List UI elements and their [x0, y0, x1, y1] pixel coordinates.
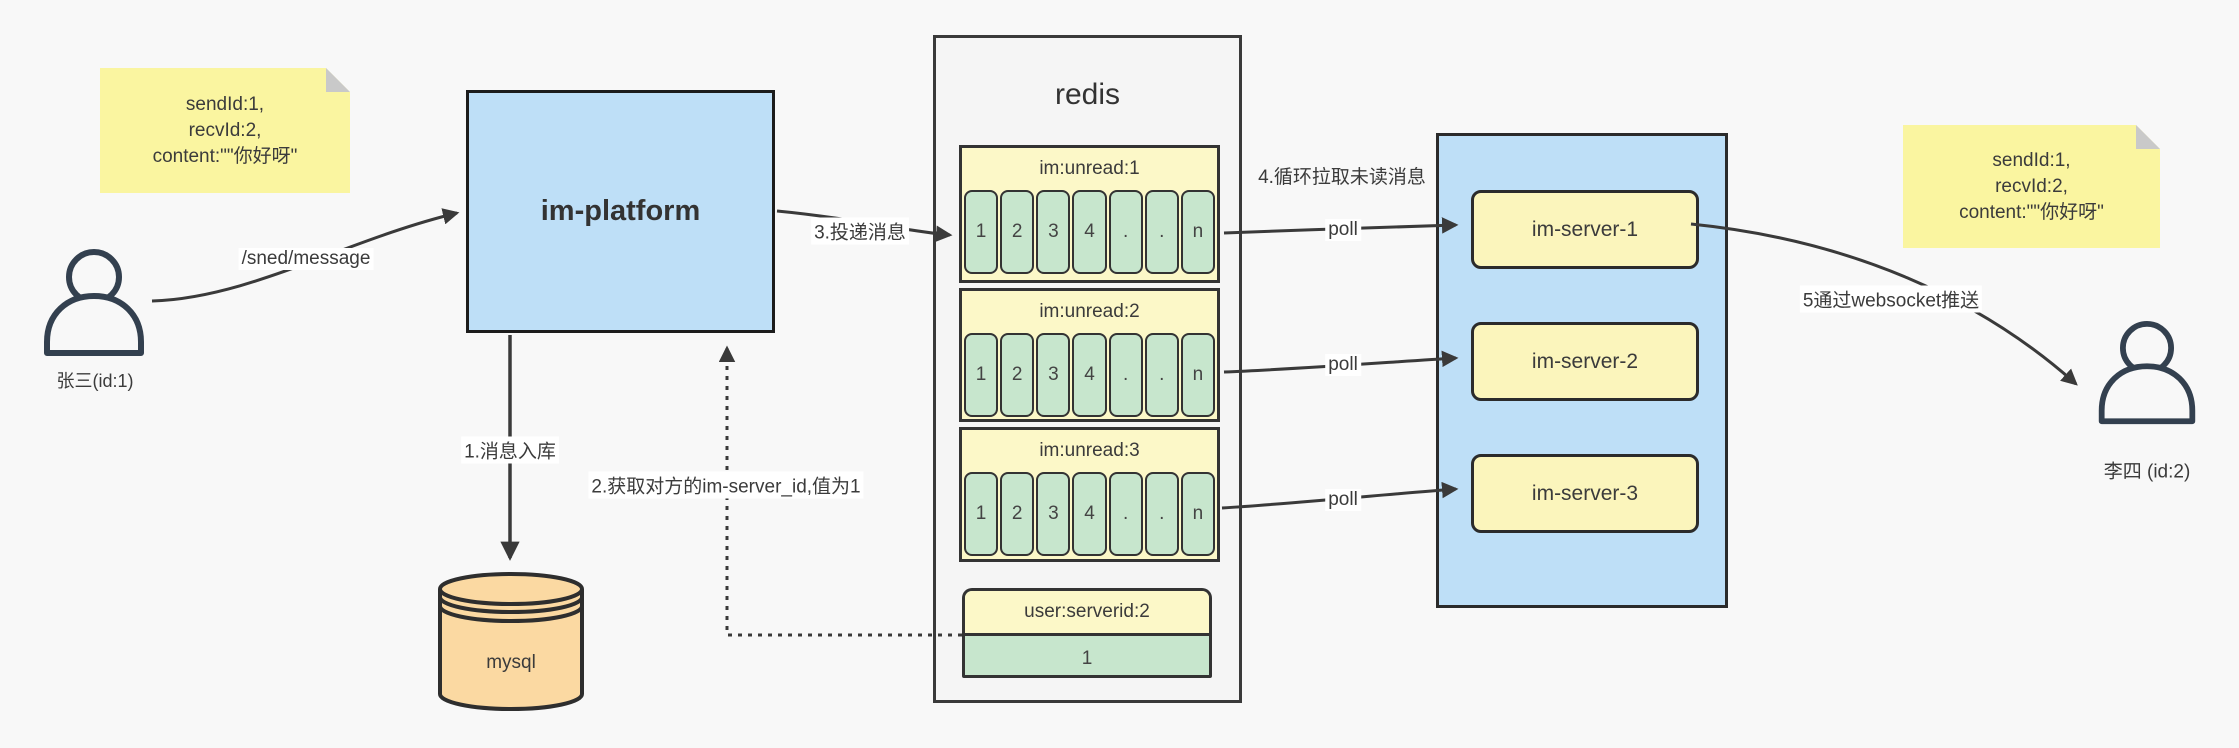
- queue-im-unread-2: im:unread:2 1 2 3 4 . . n: [959, 288, 1220, 422]
- queue-cell: .: [1144, 190, 1179, 274]
- queue-cell: 1: [964, 190, 999, 274]
- receiver-label: 李四 (id:2): [2103, 461, 2191, 483]
- im-platform-label: im-platform: [540, 195, 701, 227]
- queue-cell: 4: [1072, 333, 1107, 417]
- mysql-cylinder-icon: [438, 572, 584, 711]
- note-line: recvId:2,: [1995, 175, 2068, 197]
- queue-header: im:unread:1: [1039, 158, 1140, 179]
- user-icon: [2098, 320, 2196, 425]
- edge-step5-websocket-arrow: [1690, 222, 2078, 386]
- queue-cell: 4: [1072, 190, 1107, 274]
- queue-cell: .: [1108, 190, 1143, 274]
- sender-label: 张三(id:1): [56, 371, 134, 391]
- im-server-1-box: im-server-1: [1471, 190, 1699, 269]
- redis-title: redis: [1054, 78, 1121, 111]
- mysql-label: mysql: [486, 652, 536, 673]
- queue-header: im:unread:3: [1039, 440, 1140, 461]
- im-server-3-box: im-server-3: [1471, 454, 1699, 533]
- note-line: content:""你好呀": [152, 145, 298, 167]
- queue-cell: .: [1144, 333, 1179, 417]
- queue-cell: 2: [1000, 333, 1035, 417]
- queue-im-unread-1: im:unread:1 1 2 3 4 . . n: [959, 145, 1220, 283]
- edge-label-step4: 4.循环拉取未读消息: [1258, 167, 1426, 188]
- queue-cell: 3: [1036, 190, 1071, 274]
- im-server-2-box: im-server-2: [1471, 322, 1699, 401]
- edge-label-step3: 3.投递消息: [811, 217, 909, 245]
- sticky-note-right: sendId:1, recvId:2, content:""你好呀": [1903, 125, 2160, 248]
- queue-cell: n: [1180, 333, 1215, 417]
- queue-cell: 1: [964, 333, 999, 417]
- queue-cell: .: [1144, 472, 1179, 556]
- queue-header: im:unread:2: [1039, 301, 1140, 322]
- note-line: recvId:2,: [188, 119, 262, 141]
- queue-cell: 3: [1036, 472, 1071, 556]
- edge-label-step1: 1.消息入库: [461, 436, 559, 464]
- queue-cells: 1 2 3 4 . . n: [962, 190, 1217, 274]
- queue-cell: .: [1108, 472, 1143, 556]
- queue-cells: 1 2 3 4 . . n: [962, 472, 1217, 556]
- queue-im-unread-3: im:unread:3 1 2 3 4 . . n: [959, 427, 1220, 562]
- im-server-cluster: im-server-1 im-server-2 im-server-3: [1436, 133, 1728, 608]
- queue-cell: 1: [964, 472, 999, 556]
- queue-cell: 2: [1000, 472, 1035, 556]
- im-platform-box: im-platform: [466, 90, 775, 333]
- user-serverid-key: user:serverid:2: [965, 591, 1209, 636]
- im-server-3-label: im-server-3: [1531, 481, 1639, 505]
- edge-label-send-message: /sned/message: [238, 248, 374, 270]
- im-server-1-label: im-server-1: [1531, 217, 1639, 241]
- edge-label-poll-2: poll: [1325, 354, 1361, 376]
- queue-cell: 2: [1000, 190, 1035, 274]
- edge-label-poll-1: poll: [1325, 219, 1361, 241]
- queue-cell: 4: [1072, 472, 1107, 556]
- user-icon: [44, 249, 144, 356]
- queue-cell: .: [1108, 333, 1143, 417]
- note-line: content:""你好呀": [1959, 201, 2104, 223]
- im-server-2-label: im-server-2: [1531, 349, 1639, 373]
- queue-cell: 3: [1036, 333, 1071, 417]
- note-line: sendId:1,: [185, 93, 265, 115]
- queue-cells: 1 2 3 4 . . n: [962, 333, 1217, 417]
- edge-label-step5: 5通过websocket推送: [1799, 285, 1983, 313]
- note-line: sendId:1,: [1992, 149, 2071, 171]
- edge-label-step2: 2.获取对方的im-server_id,值为1: [588, 471, 864, 499]
- sticky-note-left: sendId:1, recvId:2, content:""你好呀": [100, 68, 350, 193]
- queue-cell: n: [1180, 190, 1215, 274]
- edge-label-poll-3: poll: [1325, 489, 1361, 511]
- user-serverid-box: user:serverid:2 1: [962, 588, 1212, 678]
- queue-cell: n: [1180, 472, 1215, 556]
- user-serverid-value: 1: [1081, 647, 1093, 669]
